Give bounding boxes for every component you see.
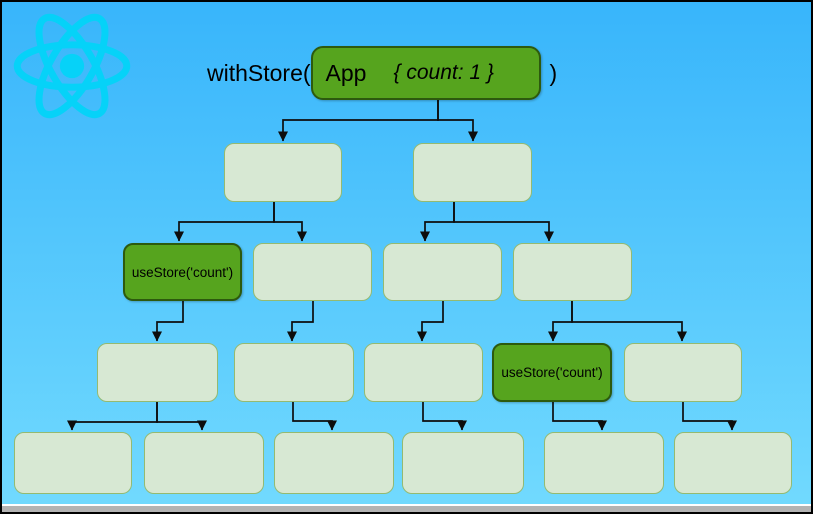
edge-node-l3-4-to-node-l4-5 bbox=[571, 301, 687, 342]
node-l5-2[interactable] bbox=[144, 432, 264, 494]
edge-node-l2-1-to-node-l3-usestore bbox=[174, 202, 275, 242]
node-l5-5[interactable] bbox=[544, 432, 664, 494]
root-app-node[interactable]: App { count: 1 } bbox=[310, 46, 541, 100]
edge-root-app-to-node-l2-2 bbox=[437, 100, 478, 142]
edge-node-l2-2-to-node-l3-4 bbox=[453, 202, 554, 242]
edge-node-l4-2-to-node-l5-3 bbox=[292, 402, 337, 431]
root-expression: withStore( App { count: 1 } ) bbox=[207, 46, 557, 100]
edge-node-l4-1-to-node-l5-1 bbox=[67, 402, 158, 431]
withstore-prefix-label: withStore( bbox=[207, 59, 311, 86]
node-l4-2[interactable] bbox=[234, 343, 354, 402]
app-node-props: { count: 1 } bbox=[393, 61, 494, 84]
node-l5-6[interactable] bbox=[674, 432, 792, 494]
node-l4-usestore[interactable]: useStore('count') bbox=[492, 343, 612, 402]
withstore-suffix-label: ) bbox=[549, 59, 558, 86]
node-l5-1[interactable] bbox=[14, 432, 132, 494]
edge-node-l3-4-to-node-l4-usestore bbox=[548, 301, 573, 342]
node-l2-2[interactable] bbox=[413, 143, 532, 202]
node-l5-3[interactable] bbox=[274, 432, 394, 494]
edge-root-app-to-node-l2-1 bbox=[278, 100, 439, 142]
edge-node-l4-usestore-to-node-l5-5 bbox=[552, 402, 607, 431]
node-l3-4[interactable] bbox=[513, 243, 632, 301]
node-l3-usestore[interactable]: useStore('count') bbox=[123, 243, 242, 301]
node-l2-1[interactable] bbox=[224, 143, 342, 202]
app-node-label: App bbox=[325, 59, 367, 86]
edge-node-l4-3-to-node-l5-4 bbox=[422, 402, 467, 431]
node-l4-1[interactable] bbox=[97, 343, 218, 402]
node-l4-3[interactable] bbox=[364, 343, 483, 402]
react-logo-icon bbox=[13, 13, 131, 119]
node-l5-4[interactable] bbox=[402, 432, 524, 494]
node-l4-5[interactable] bbox=[624, 343, 742, 402]
edge-node-l3-2-to-node-l4-2 bbox=[287, 301, 314, 342]
node-l3-3[interactable] bbox=[383, 243, 502, 301]
edge-node-l4-1-to-node-l5-2 bbox=[156, 402, 207, 431]
edge-node-l2-1-to-node-l3-2 bbox=[273, 202, 307, 242]
edge-node-l3-usestore-to-node-l4-1 bbox=[152, 301, 184, 342]
node-l3-2[interactable] bbox=[253, 243, 372, 301]
edge-node-l2-2-to-node-l3-3 bbox=[420, 202, 455, 242]
horizontal-scrollbar[interactable] bbox=[2, 504, 811, 512]
edge-node-l4-5-to-node-l5-6 bbox=[682, 402, 737, 431]
edge-node-l3-3-to-node-l4-3 bbox=[417, 301, 444, 342]
